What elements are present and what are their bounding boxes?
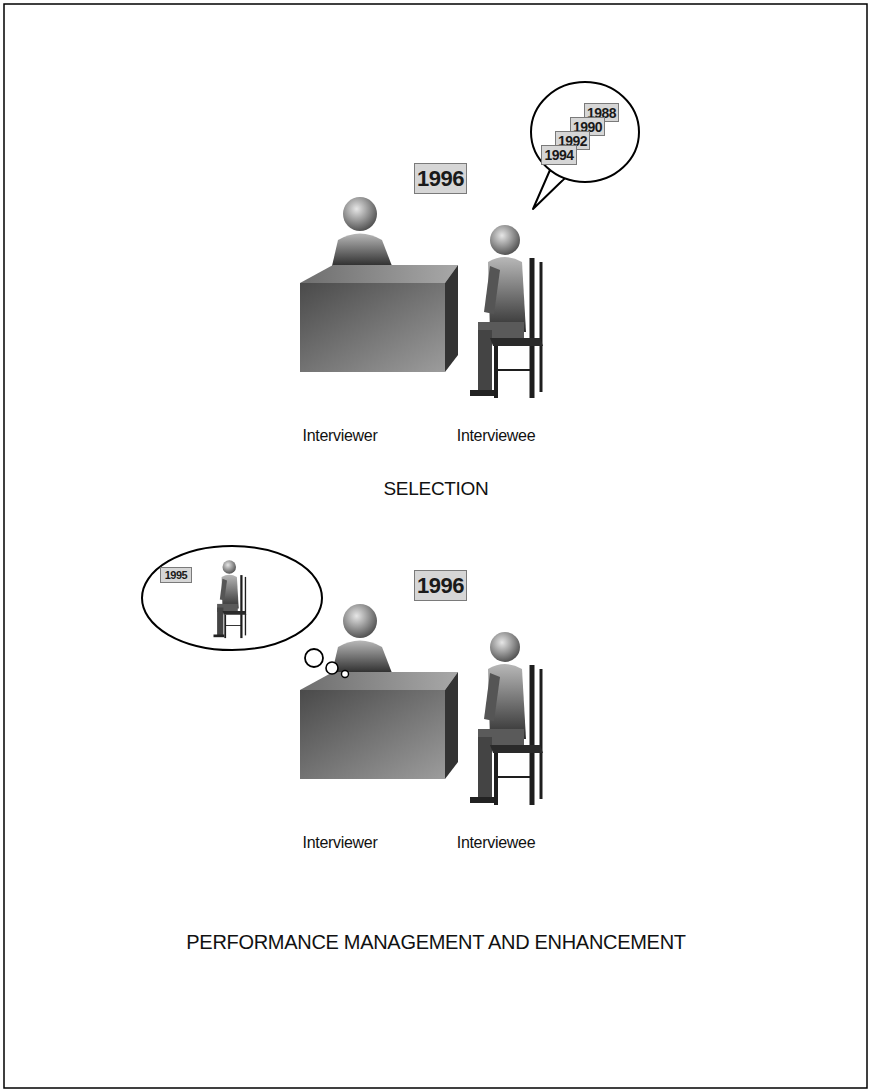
thought-dot	[305, 649, 323, 667]
performance-scene	[142, 546, 543, 805]
section-title: PERFORMANCE MANAGEMENT AND ENHANCEMENT	[186, 931, 685, 954]
speech-bubble	[531, 82, 639, 182]
role-label: Interviewee	[457, 427, 536, 445]
year-text: 1996	[417, 575, 464, 597]
role-label: Interviewee	[457, 834, 536, 852]
year-text: 1996	[417, 168, 464, 190]
thought-dot	[342, 671, 349, 678]
interview-figures	[300, 197, 543, 398]
year-text: 1995	[165, 570, 187, 581]
year-text: 1994	[544, 148, 573, 162]
role-label: Interviewer	[303, 834, 378, 852]
remembered-interviewee	[214, 560, 247, 638]
section-title: SELECTION	[384, 478, 489, 500]
year-card: 1995	[160, 567, 192, 583]
current-year-box: 1996	[414, 570, 467, 601]
year-card: 1994	[541, 145, 577, 165]
frame	[4, 4, 867, 1088]
speech-join	[546, 176, 563, 190]
interview-figures	[300, 604, 543, 805]
current-year-box: 1996	[414, 163, 467, 194]
role-label: Interviewer	[303, 427, 378, 445]
thought-dot	[326, 662, 338, 674]
thought-bubble	[142, 546, 322, 650]
selection-scene	[300, 82, 639, 398]
